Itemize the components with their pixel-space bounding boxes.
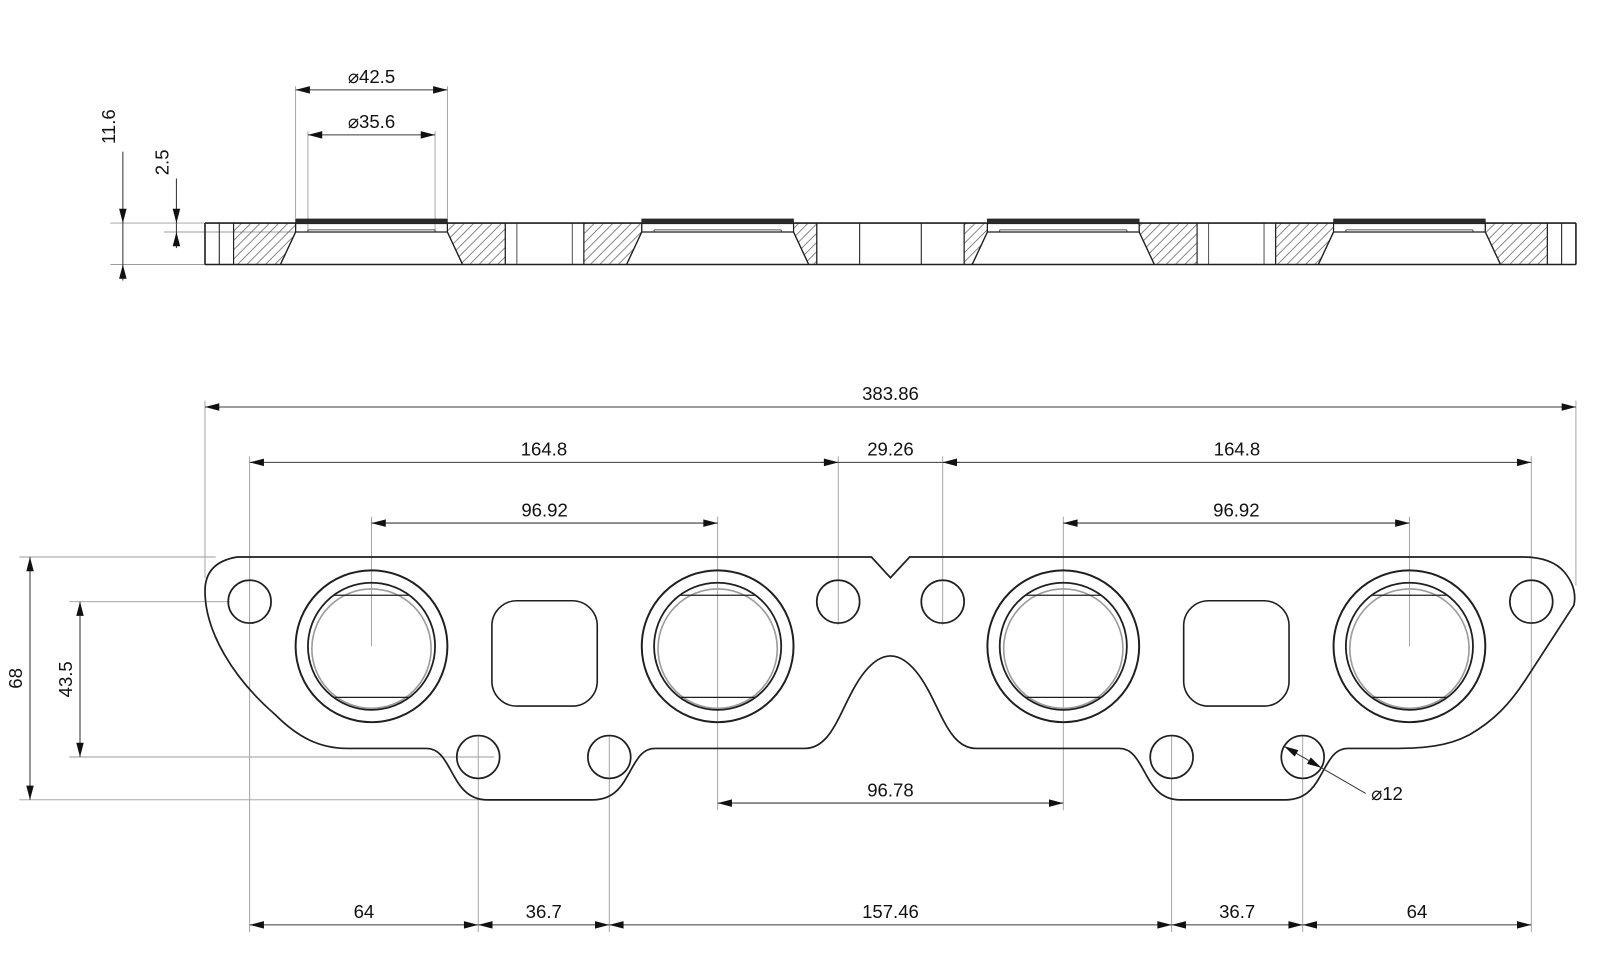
port-inner-circle [307, 581, 436, 711]
port-outer-circle [1332, 569, 1487, 724]
square-passage [491, 599, 599, 707]
dim-text-hole-dia-leader: ⌀12 [1371, 783, 1403, 804]
gasket-outline [204, 556, 1576, 801]
center-stud-hole [920, 579, 965, 624]
dim-text-section_bore_id: ⌀35.6 [348, 111, 395, 132]
stud-hole [586, 734, 632, 780]
port-inner-circle [998, 581, 1128, 711]
dim-text-plan_port_pitch_right: 96.92 [1213, 499, 1259, 520]
dim-text-section_bead_od: ⌀42.5 [348, 66, 395, 87]
dim-text-plan_left_span: 164.8 [521, 439, 567, 460]
port-outer-circle [294, 569, 449, 724]
plan-view [204, 556, 1576, 801]
dim-text-plan_overall_length: 383.86 [862, 383, 919, 404]
section-view [204, 218, 1577, 266]
stud-hole [1280, 734, 1325, 780]
port-fire-ring [311, 588, 432, 710]
port-outer-circle [640, 569, 795, 724]
dim-text-plan_right_span: 164.8 [1214, 439, 1260, 460]
dim-text-plan_chain_left_inner: 36.7 [526, 901, 562, 922]
gasket-bead-section [641, 218, 794, 225]
gasket-bead-section [295, 218, 448, 225]
port-fire-ring [1348, 588, 1470, 710]
bolt-hole [227, 579, 272, 624]
bolt-hole [1508, 579, 1554, 624]
stud-hole [455, 734, 501, 780]
gasket-bead-section [987, 218, 1140, 225]
port-inner-circle [653, 581, 783, 711]
dimension-labels: ⌀42.5 ⌀35.6 11.6 2.5 383.86 164.8 29.26 164.8 96… [5, 66, 1427, 922]
extension-lines [19, 86, 1577, 933]
dim-text-plan_center_span: 29.26 [867, 439, 913, 460]
dim-text-plan_bolt_row_offset: 43.5 [55, 661, 76, 697]
dim-text-plan_chain_left_outer: 64 [354, 901, 375, 922]
square-passage [1182, 599, 1290, 707]
port-inner-circle [1344, 581, 1474, 711]
dim-text-section_thickness: 11.6 [98, 109, 119, 144]
dim-text-plan_port_pitch_center: 96.78 [867, 779, 913, 800]
dim-text-section_seat_depth: 2.5 [152, 149, 173, 175]
dim-text-plan_chain_right_outer: 64 [1407, 901, 1428, 922]
port-fire-ring [1002, 588, 1124, 710]
center-stud-hole [815, 579, 861, 624]
gasket-bead-section [1333, 218, 1486, 225]
dim-text-plan_chain_right_inner: 36.7 [1219, 901, 1255, 922]
dim-text-plan_chain_center: 157.46 [862, 901, 919, 922]
stud-hole [1149, 734, 1194, 780]
dim-text-plan_port_pitch_left: 96.92 [521, 499, 567, 520]
port-outer-circle [986, 569, 1141, 724]
dim-text-plan_overall_height: 68 [5, 668, 26, 689]
port-fire-ring [657, 588, 779, 710]
dimension-lines [26, 86, 1576, 929]
